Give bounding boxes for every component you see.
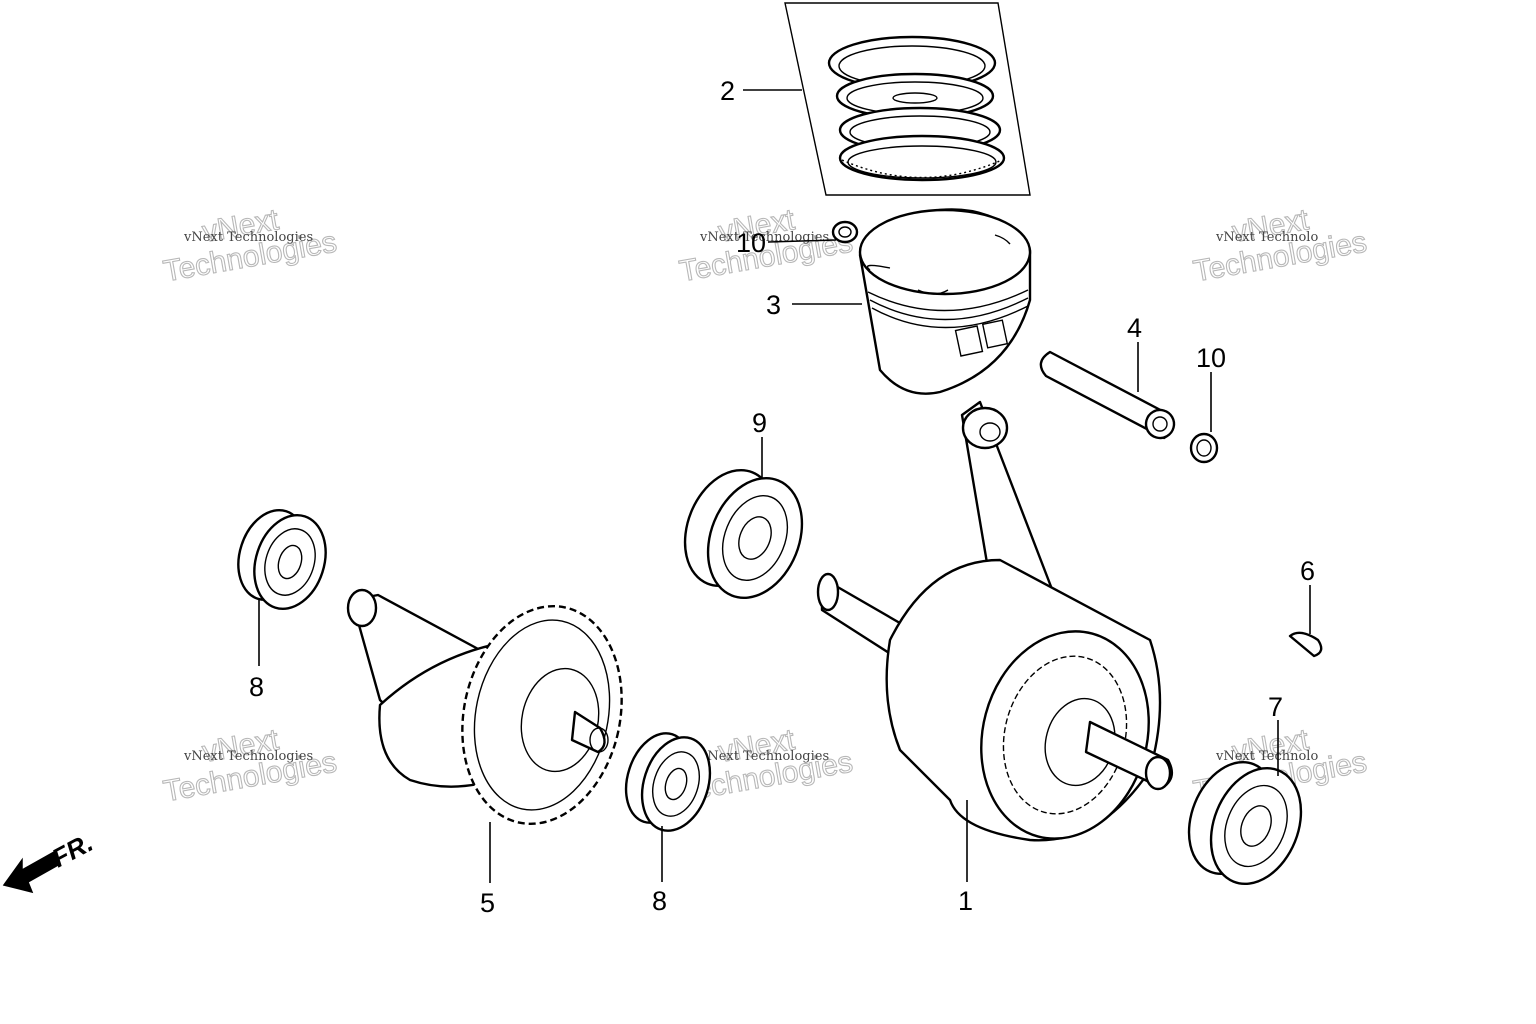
piston-part[interactable]: [858, 208, 1032, 395]
watermark-small-top-right: vNext Technolo: [1215, 230, 1318, 245]
crankshaft-part[interactable]: [816, 400, 1174, 858]
bearing-upper-part[interactable]: [669, 457, 819, 612]
callout-6[interactable]: 6: [1300, 556, 1315, 586]
woodruff-key-body: [1288, 631, 1323, 658]
rod-small-end: [961, 406, 1009, 450]
callout-7[interactable]: 7: [1268, 692, 1283, 722]
front-arrow-icon: [2, 850, 61, 894]
crank-right-shaft-end: [1144, 755, 1172, 791]
clip-top-ring: [831, 220, 859, 244]
callout-2[interactable]: 2: [720, 76, 735, 106]
callout-5[interactable]: 5: [480, 888, 495, 918]
front-direction-indicator: FR.: [2, 827, 98, 894]
bearing-lower-part[interactable]: [615, 725, 721, 840]
callout-9[interactable]: 9: [752, 408, 767, 438]
callout-8-lower[interactable]: 8: [652, 886, 667, 916]
clip-top-part[interactable]: [831, 220, 859, 244]
callout-4[interactable]: 4: [1127, 313, 1142, 343]
bearing-right-part[interactable]: [1173, 749, 1317, 897]
watermark-small-bottom-center: vNext Technologies: [699, 749, 829, 764]
crank-left-shaft-end: [816, 572, 840, 612]
oil-ring: [838, 134, 1006, 182]
piston-rings-part[interactable]: [784, 2, 1031, 196]
watermark-small-bottom-right: vNext Technolo: [1215, 749, 1318, 764]
watermark-small-top-left: vNext Technologies: [183, 230, 313, 245]
callout-8-left[interactable]: 8: [249, 672, 264, 702]
piston-crown: [858, 208, 1032, 296]
bearing-upper-face: [706, 476, 804, 600]
watermark-small-bottom-left: vNext Technologies: [183, 749, 313, 764]
callout-10-top[interactable]: 10: [736, 228, 766, 258]
balancer-gear: [461, 604, 623, 826]
leader-lines: [258, 89, 1311, 883]
callout-1[interactable]: 1: [958, 886, 973, 916]
bearing-left-part[interactable]: [227, 501, 337, 618]
bearing-lower-face: [640, 736, 712, 832]
clip-right-ring: [1189, 432, 1219, 464]
balancer-part[interactable]: [346, 588, 641, 839]
callout-3[interactable]: 3: [766, 290, 781, 320]
balancer-shaft-end: [346, 588, 378, 628]
clip-right-part[interactable]: [1189, 432, 1219, 464]
piston-rings-frame: [784, 2, 1031, 196]
bearing-left-face: [253, 513, 327, 611]
piston-pin-part[interactable]: [1039, 350, 1179, 443]
woodruff-key-part[interactable]: [1288, 631, 1323, 658]
callout-10-right[interactable]: 10: [1196, 343, 1226, 373]
